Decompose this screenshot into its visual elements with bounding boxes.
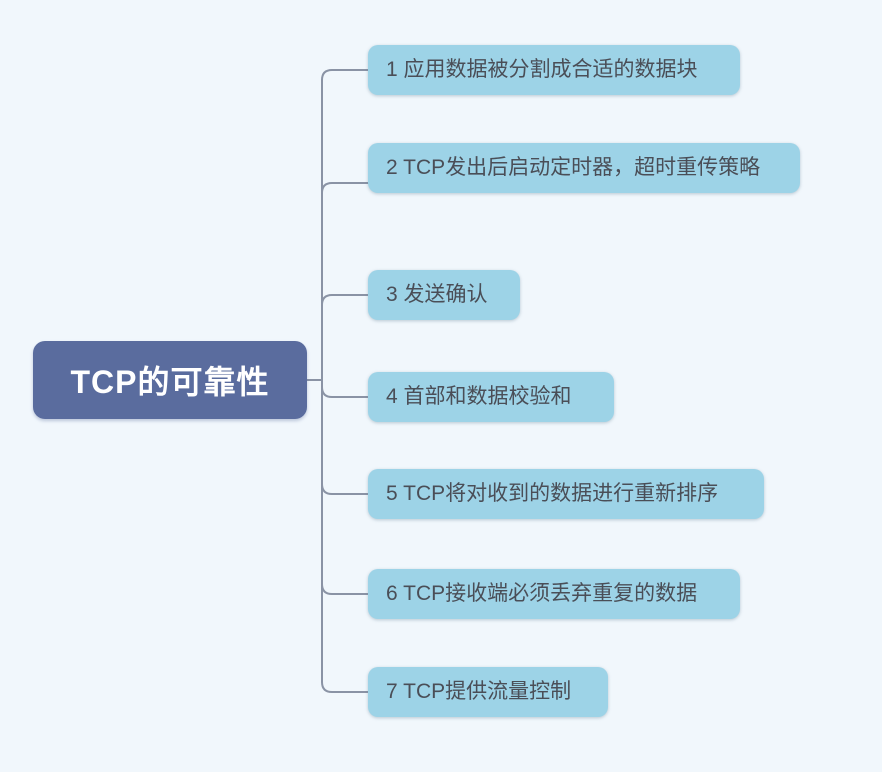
- connector-branch-4: [321, 386, 369, 398]
- branch-node-4[interactable]: 4 首部和数据校验和: [368, 372, 614, 422]
- root-node-tcp-reliability[interactable]: TCP的可靠性: [33, 341, 307, 419]
- branch-node-6[interactable]: 6 TCP接收端必须丢弃重复的数据: [368, 569, 740, 619]
- branch-node-3[interactable]: 3 发送确认: [368, 270, 520, 320]
- branch-node-1[interactable]: 1 应用数据被分割成合适的数据块: [368, 45, 740, 95]
- connector-branch-2: [321, 182, 369, 194]
- branch-node-7[interactable]: 7 TCP提供流量控制: [368, 667, 608, 717]
- branch-node-2[interactable]: 2 TCP发出后启动定时器，超时重传策略: [368, 143, 800, 193]
- connector-branch-7: [321, 681, 369, 693]
- connector-branch-6: [321, 583, 369, 595]
- connector-branch-3: [321, 294, 369, 306]
- connector-branch-1: [321, 69, 369, 81]
- connector-branch-5: [321, 483, 369, 495]
- branch-node-5[interactable]: 5 TCP将对收到的数据进行重新排序: [368, 469, 764, 519]
